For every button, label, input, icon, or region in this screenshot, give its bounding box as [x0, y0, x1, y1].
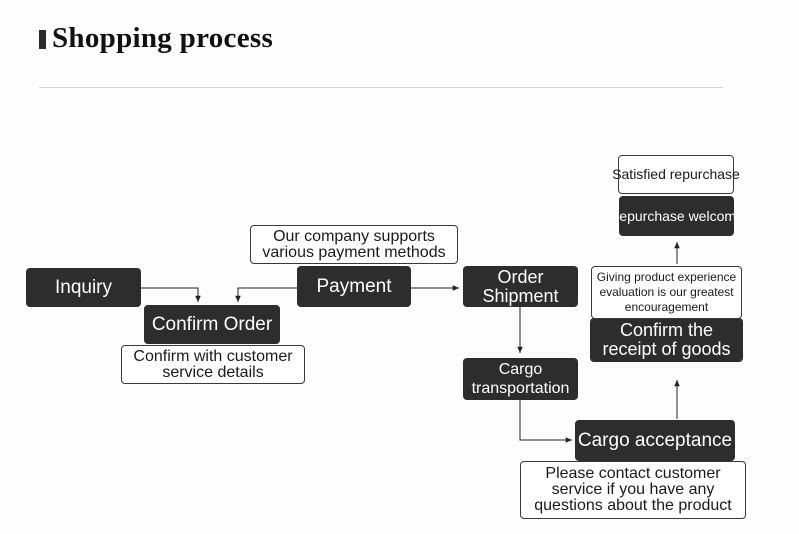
title-divider — [39, 87, 723, 88]
node-cargo-acceptance: Cargo acceptance — [575, 420, 735, 461]
arrow-payment-to-confirm-order — [235, 287, 297, 302]
arrow-inquiry-to-confirm-order — [141, 287, 201, 302]
node-order-shipment: Order Shipment — [463, 266, 578, 307]
node-confirm-order: Confirm Order — [144, 305, 280, 344]
note-evaluation: Giving product experience evaluation is … — [591, 266, 742, 319]
node-repurchase-welcome: Repurchase welcome — [609, 196, 744, 236]
node-cargo-transportation: Cargo transportation — [463, 358, 578, 400]
page-title: Shopping process — [52, 22, 274, 54]
node-inquiry: Inquiry — [26, 268, 141, 307]
note-cargo-acceptance: Please contact customer service if you h… — [520, 461, 746, 519]
node-payment: Payment — [297, 266, 411, 307]
note-satisfied-repurchase: Satisfied repurchase — [612, 155, 740, 194]
title-accent-bar — [39, 30, 46, 49]
note-payment: Our company supports various payment met… — [250, 225, 458, 264]
note-confirm-order: Confirm with customer service details — [121, 345, 305, 384]
node-confirm-receipt: Confirm the receipt of goods — [590, 318, 743, 362]
arrow-cargo-transportation-to-cargo-acceptance — [519, 400, 572, 443]
